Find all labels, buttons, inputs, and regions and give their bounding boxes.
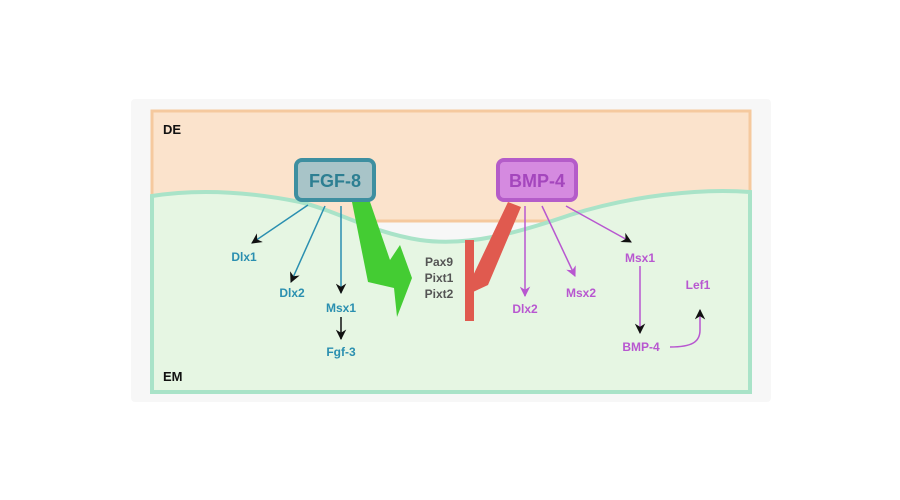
fgf-target-dlx2: Dlx2 [279, 286, 305, 300]
bmp-target-bmp4: BMP-4 [622, 340, 660, 354]
activation-arrow [352, 196, 412, 317]
fgf8-label: FGF-8 [309, 171, 361, 191]
shared-target-pixt1: Pixt1 [425, 271, 454, 285]
arrow-bmp4-to-lef1 [669, 308, 706, 348]
fgf-target-dlx1: Dlx1 [231, 250, 257, 264]
inhibition-connector [470, 202, 521, 292]
arrow-fgf8-to-dlx2 [290, 205, 326, 283]
bmp4-label: BMP-4 [509, 171, 565, 191]
bmp4-box [496, 158, 578, 202]
region-label-em: EM [163, 369, 183, 384]
region-label-de: DE [163, 122, 181, 137]
bmp-target-msx2: Msx2 [566, 286, 596, 300]
mesenchyme-region [150, 189, 752, 394]
inhibition-bar [465, 240, 474, 321]
arrow-bmp4-to-msx1 [565, 205, 632, 243]
bmp-target-lef1: Lef1 [686, 278, 711, 292]
bmp-target-dlx2: Dlx2 [512, 302, 538, 316]
arrow-fgf8-to-dlx1 [251, 204, 309, 244]
fgf8-box [294, 158, 376, 202]
fgf-target-fgf3: Fgf-3 [326, 345, 356, 359]
arrow-bmp4-to-msx2 [541, 205, 576, 277]
bmp-target-msx1: Msx1 [625, 251, 655, 265]
fgf-target-msx1: Msx1 [326, 301, 356, 315]
shared-target-pixt2: Pixt2 [425, 287, 454, 301]
shared-target-pax9: Pax9 [425, 255, 453, 269]
